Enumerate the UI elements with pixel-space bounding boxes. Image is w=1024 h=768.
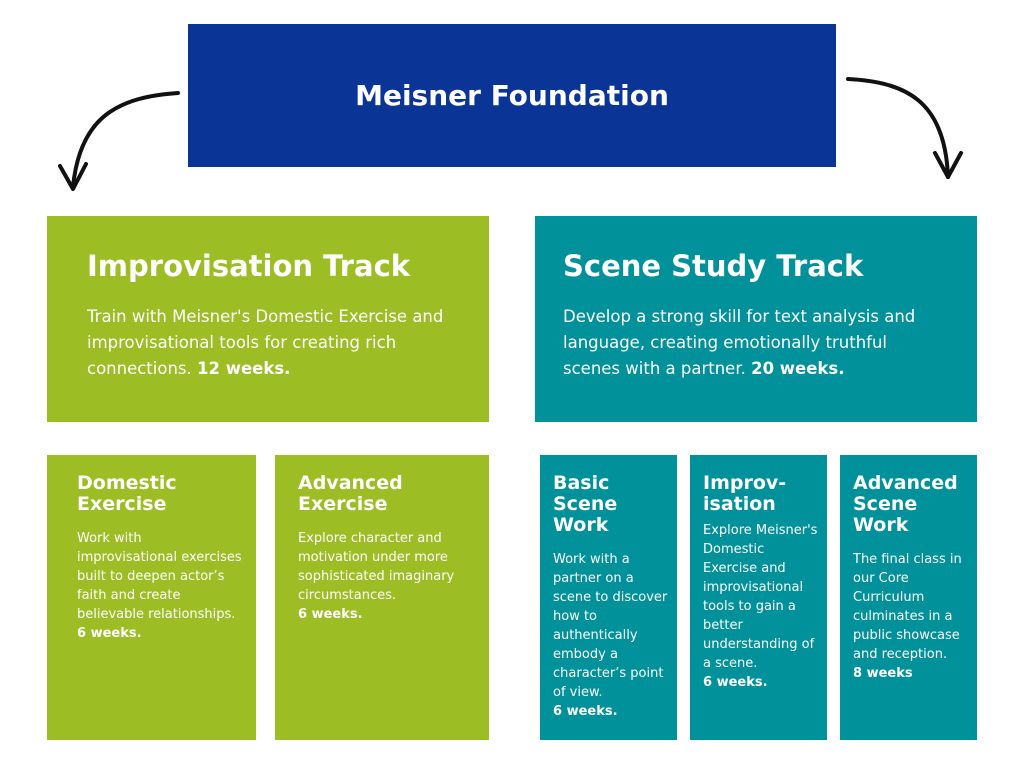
course-description: The final class in our Core Curriculum c… [853,550,971,683]
course-description: Explore Meisner's Domestic Exercise and … [703,523,818,690]
course-card-domestic-exercise: Domestic Exercise Work with improvisatio… [47,455,256,740]
course-description: Work with a partner on a scene to discov… [553,552,668,719]
course-duration: 6 weeks. [298,607,363,622]
course-duration: 6 weeks. [703,675,768,690]
improvisation-track-duration: 12 weeks. [197,359,291,378]
scene-study-track-description: Develop a strong skill for text analysis… [563,307,916,378]
course-card-basic-scene-work: Basic Scene Work Work with a partner on … [540,455,677,740]
course-card-improvisation: Improv-isation Explore Meisner's Domesti… [690,455,827,740]
scene-study-track-title: Scene Study Track [563,249,864,283]
course-description: Work with improvisational exercises buil… [77,529,244,643]
course-title: Advanced Scene Work [853,472,958,536]
scene-study-track-duration: 20 weeks. [751,359,845,378]
scene-study-track-box: Scene Study Track Develop a strong skill… [535,216,977,422]
course-description: Explore character and motivation under m… [298,529,477,624]
course-title: Improv-isation [703,472,787,515]
course-title: Domestic Exercise [77,472,177,515]
improvisation-track-title: Improvisation Track [87,249,411,283]
course-title: Basic Scene Work [553,472,618,536]
page-title: Meisner Foundation [355,79,669,112]
foundation-header: Meisner Foundation [188,24,836,167]
course-card-advanced-exercise: Advanced Exercise Explore character and … [275,455,489,740]
course-duration: 8 weeks [853,666,913,681]
course-duration: 6 weeks. [77,626,142,641]
course-card-advanced-scene-work: Advanced Scene Work The final class in o… [840,455,977,740]
improvisation-track-box: Improvisation Track Train with Meisner's… [47,216,489,422]
course-duration: 6 weeks. [553,704,618,719]
improvisation-track-description: Train with Meisner's Domestic Exercise a… [87,307,444,378]
course-title: Advanced Exercise [298,472,403,515]
